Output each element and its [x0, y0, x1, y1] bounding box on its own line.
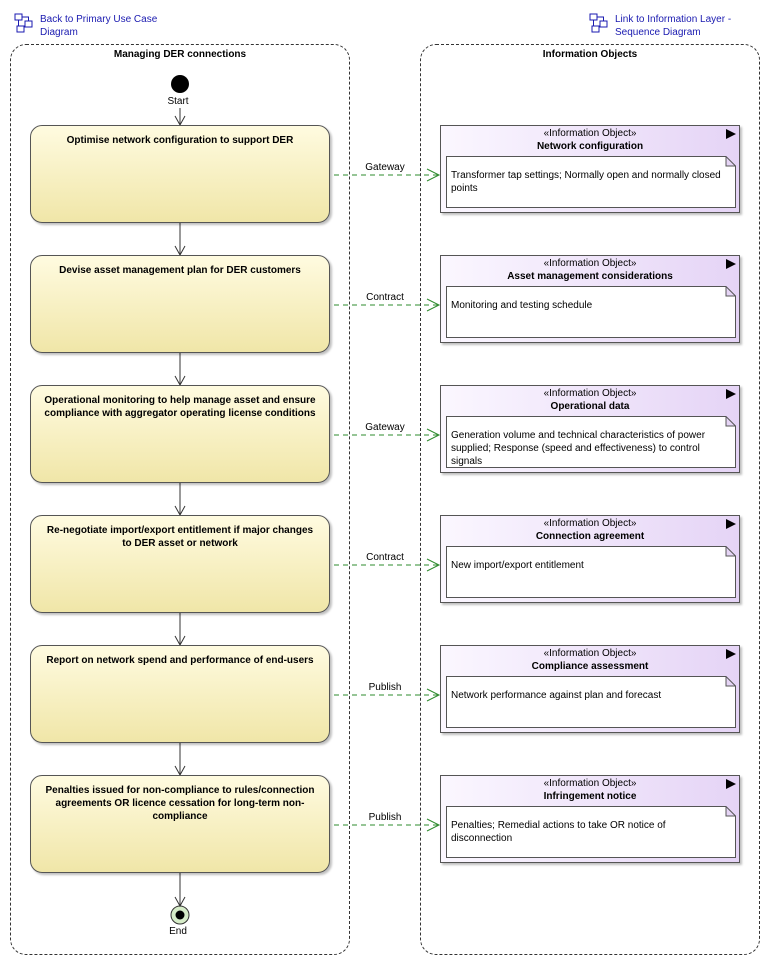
- back-link-text: Back to Primary Use Case Diagram: [40, 14, 158, 38]
- info-object-connection-agreement[interactable]: «Information Object» Connection agreemen…: [440, 515, 740, 603]
- note-text: Transformer tap settings; Normally open …: [451, 170, 721, 194]
- flow-label: Publish: [368, 812, 402, 823]
- activity-title: Re-negotiate import/export entitlement i…: [46, 525, 314, 549]
- activity-renegotiate-entitlement[interactable]: Re-negotiate import/export entitlement i…: [30, 515, 330, 613]
- object-name: Connection agreement: [535, 531, 645, 542]
- object-flow-arrowhead: [426, 298, 441, 312]
- activity-penalties[interactable]: Penalties issued for non-compliance to r…: [30, 775, 330, 873]
- object-note: Penalties; Remedial actions to take OR n…: [446, 806, 736, 858]
- object-name: Compliance assessment: [531, 661, 649, 672]
- activity-title: Penalties issued for non-compliance to r…: [45, 785, 315, 822]
- lane-information-objects: Information Objects: [420, 44, 760, 955]
- lane-title-right: Information Objects: [542, 49, 638, 60]
- object-flow-arrowhead: [426, 688, 441, 702]
- info-object-network-configuration[interactable]: «Information Object» Network configurati…: [440, 125, 740, 213]
- flow-label: Gateway: [365, 422, 405, 433]
- sequence-diagram-link[interactable]: Link to Information Layer - Sequence Dia…: [589, 13, 745, 39]
- play-triangle-icon: [726, 649, 736, 659]
- object-note: Network performance against plan and for…: [446, 676, 736, 728]
- object-note: Monitoring and testing schedule: [446, 286, 736, 338]
- back-to-primary-use-case-link[interactable]: Back to Primary Use Case Diagram: [14, 13, 180, 39]
- object-flow-arrowhead: [426, 818, 441, 832]
- lane-managing-der-connections: Managing DER connections: [10, 44, 350, 955]
- start-node: [171, 75, 189, 93]
- object-note: New import/export entitlement: [446, 546, 736, 598]
- stereotype-label: «Information Object»: [543, 128, 637, 139]
- object-flow-arrowhead: [426, 428, 441, 442]
- info-object-infringement-notice[interactable]: «Information Object» Infringement notice…: [440, 775, 740, 863]
- info-object-operational-data[interactable]: «Information Object» Operational data Ge…: [440, 385, 740, 473]
- end-label: End: [169, 926, 187, 937]
- activity-title: Devise asset management plan for DER cus…: [59, 265, 301, 276]
- activity-asset-management-plan[interactable]: Devise asset management plan for DER cus…: [30, 255, 330, 353]
- note-text: Monitoring and testing schedule: [451, 300, 593, 311]
- object-note: Transformer tap settings; Normally open …: [446, 156, 736, 208]
- stereotype-label: «Information Object»: [543, 518, 637, 529]
- control-flow-arrowhead: [174, 896, 186, 908]
- object-flow-arrowhead: [426, 168, 441, 182]
- lane-title-left: Managing DER connections: [113, 49, 247, 60]
- note-text: Penalties; Remedial actions to take OR n…: [451, 820, 666, 844]
- info-object-compliance-assessment[interactable]: «Information Object» Compliance assessme…: [440, 645, 740, 733]
- stereotype-label: «Information Object»: [543, 648, 637, 659]
- play-triangle-icon: [726, 519, 736, 529]
- play-triangle-icon: [726, 259, 736, 269]
- object-note: Generation volume and technical characte…: [446, 416, 736, 468]
- activity-title: Report on network spend and performance …: [46, 655, 314, 666]
- start-label: Start: [167, 96, 189, 107]
- object-name: Network configuration: [536, 141, 644, 152]
- play-triangle-icon: [726, 389, 736, 399]
- stereotype-label: «Information Object»: [543, 388, 637, 399]
- activity-title: Optimise network configuration to suppor…: [66, 135, 294, 146]
- note-text: New import/export entitlement: [451, 560, 584, 571]
- activity-optimise-network[interactable]: Optimise network configuration to suppor…: [30, 125, 330, 223]
- activity-operational-monitoring[interactable]: Operational monitoring to help manage as…: [30, 385, 330, 483]
- flow-label: Contract: [366, 292, 404, 303]
- object-name: Asset management considerations: [507, 271, 673, 282]
- sequence-link-text: Link to Information Layer - Sequence Dia…: [615, 14, 732, 38]
- diagram-link-icon: [589, 13, 608, 33]
- play-triangle-icon: [726, 779, 736, 789]
- note-text: Network performance against plan and for…: [451, 690, 662, 701]
- stereotype-label: «Information Object»: [543, 258, 637, 269]
- flow-label: Publish: [368, 682, 402, 693]
- note-text: Generation volume and technical characte…: [451, 430, 706, 467]
- flow-label: Contract: [366, 552, 404, 563]
- flow-label: Gateway: [365, 162, 405, 173]
- info-object-asset-management[interactable]: «Information Object» Asset management co…: [440, 255, 740, 343]
- object-name: Operational data: [550, 401, 630, 412]
- object-name: Infringement notice: [543, 791, 637, 802]
- play-triangle-icon: [726, 129, 736, 139]
- activity-report-network-spend[interactable]: Report on network spend and performance …: [30, 645, 330, 743]
- diagram-link-icon: [14, 13, 33, 33]
- stereotype-label: «Information Object»: [543, 778, 637, 789]
- object-flow-arrowhead: [426, 558, 441, 572]
- activity-title: Operational monitoring to help manage as…: [44, 395, 316, 419]
- end-node-inner: [175, 910, 185, 920]
